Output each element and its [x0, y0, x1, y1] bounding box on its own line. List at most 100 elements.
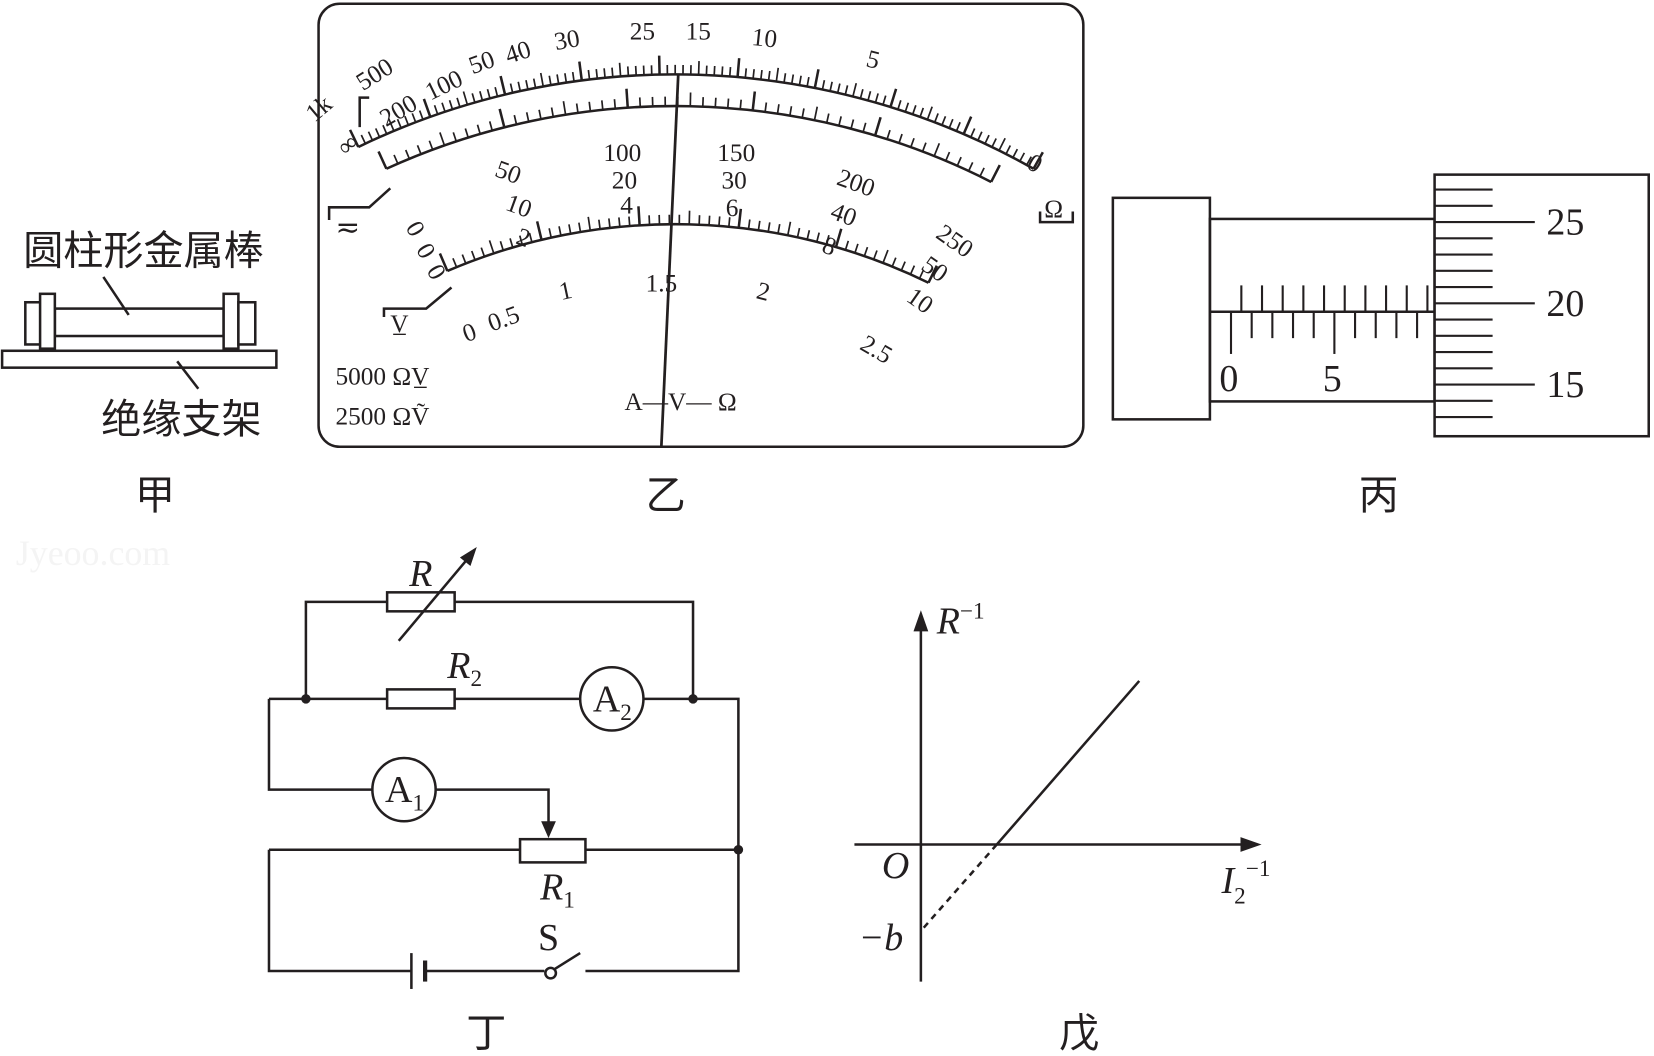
scale-tick — [825, 234, 830, 245]
scale-tick — [990, 164, 1001, 183]
scale-tick — [891, 257, 897, 267]
mid-c-label: 6 — [726, 194, 739, 222]
junction-dot — [733, 844, 744, 855]
sensitivity-ac: 2500 ΩṼ — [335, 403, 429, 431]
scale-tick — [844, 240, 850, 251]
scale-tick — [854, 243, 859, 254]
scale-tick — [751, 91, 757, 111]
scale-tick — [956, 156, 962, 167]
scale-tick — [867, 91, 872, 101]
scale-tick — [486, 88, 491, 99]
scale-tick — [991, 138, 997, 148]
scale-tick — [494, 87, 499, 97]
scale-tick — [927, 265, 938, 284]
metal-rod — [53, 307, 225, 338]
scale-tick — [556, 74, 560, 84]
mid-b-label: 30 — [722, 166, 747, 194]
scale-tick — [578, 222, 582, 233]
scale-tick — [926, 106, 933, 120]
scale-tick — [462, 91, 469, 105]
scale-tick — [377, 150, 388, 170]
ohm-label: 100 — [421, 64, 467, 106]
scale-tick — [562, 101, 567, 115]
scale-tick — [873, 116, 882, 136]
ohm-label: 5 — [864, 45, 883, 75]
scale-tick — [767, 222, 771, 232]
scale-tick — [558, 226, 562, 236]
mid-b-label: 10 — [502, 189, 535, 224]
scale-tick — [404, 115, 410, 126]
scale-tick — [829, 81, 833, 92]
ohm-label: 1k — [300, 90, 338, 128]
scale-tick — [509, 238, 514, 248]
caption-ding: 丁 — [466, 1011, 506, 1056]
scale-tick — [909, 265, 916, 275]
switch-pivot — [544, 966, 558, 980]
scale-tick — [882, 95, 887, 105]
ac-bracket — [327, 187, 392, 220]
scale-tick — [789, 106, 793, 116]
scale-tick — [480, 247, 486, 257]
scale-tick — [874, 93, 879, 103]
scale-tick — [806, 77, 810, 87]
support-label: 绝缘支架 — [101, 397, 261, 443]
voltage-scale-arc — [446, 222, 930, 284]
scale-tick — [775, 67, 780, 82]
fig-yi-multimeter-dial: 1k 500 200 100 50 40 30 25 15 10 5 0 ∞ Ω… — [300, 2, 1085, 519]
scale-tick — [801, 108, 805, 118]
arrow-head-icon — [459, 546, 477, 566]
scale-tick — [532, 78, 537, 89]
scale-tick — [933, 113, 939, 123]
scale-tick — [509, 83, 514, 93]
scale-tick — [470, 250, 476, 261]
scale-tick — [613, 99, 617, 109]
scale-tick — [919, 107, 925, 118]
scale-tick — [945, 151, 951, 162]
scale-tick — [806, 230, 811, 240]
ammeter-A1 — [371, 756, 437, 823]
scale-tick — [439, 132, 446, 146]
scale-tick — [1012, 148, 1019, 158]
scale-tick — [714, 97, 717, 108]
label-A1: A1 — [385, 769, 424, 816]
scale-tick — [498, 108, 506, 128]
caption-bing: 丙 — [1359, 473, 1399, 519]
v-label: 2.5 — [856, 330, 897, 370]
ac-symbol: ≂ — [335, 212, 360, 244]
scale-tick — [548, 228, 553, 238]
scale-tick — [595, 69, 599, 79]
ohm-label: 25 — [630, 18, 655, 46]
scale-tick — [816, 232, 820, 243]
scale-tick — [396, 118, 402, 129]
slider-arrow-icon — [541, 821, 556, 839]
label-R2: R2 — [446, 645, 482, 692]
scale-tick — [728, 66, 732, 77]
thimble — [1433, 173, 1650, 438]
fig-ding-circuit: R R2 A2 A1 R1 S 丁 — [267, 546, 744, 1056]
scale-tick — [571, 71, 575, 82]
scale-tick — [859, 89, 864, 99]
scale-tick — [438, 252, 449, 272]
scale-tick — [578, 61, 584, 81]
scale-tick — [834, 228, 843, 248]
scale-tick — [708, 215, 711, 226]
mid-a-label: 100 — [603, 139, 641, 167]
scale-tick — [528, 232, 533, 243]
switch-blade — [554, 952, 581, 970]
scale-tick — [513, 114, 518, 125]
scale-tick — [798, 75, 802, 86]
variable-arrow — [397, 554, 472, 642]
scale-tick — [587, 69, 591, 80]
ohm-label: 40 — [502, 35, 535, 69]
mid-b-label: 50 — [916, 250, 953, 287]
scale-tick — [626, 66, 630, 76]
scale-tick — [568, 224, 572, 234]
scale-tick — [984, 134, 990, 145]
scale-tick — [821, 80, 826, 90]
scale-tick — [360, 134, 367, 144]
ohm-symbol: Ω — [1044, 195, 1063, 223]
scale-tick — [977, 131, 983, 141]
scale-tick — [752, 69, 755, 79]
scale-tick — [813, 106, 819, 121]
